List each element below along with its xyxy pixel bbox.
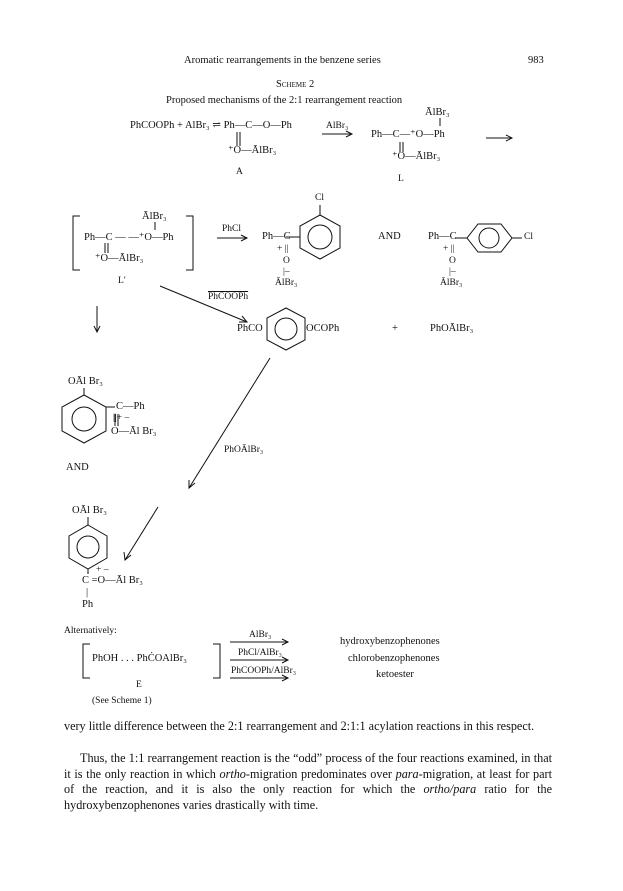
alt-arrow-2-head (281, 656, 290, 664)
ortho-phenol-o: OĀl Br₃ (68, 376, 103, 387)
para-phenol-ring-circle (76, 535, 100, 559)
e-bracket-right (213, 643, 221, 679)
alt-reagent-1: AlBr₃ (249, 630, 272, 640)
arrow-diester-down-head (188, 480, 196, 490)
label-e: E (136, 680, 142, 690)
ortho-product-ring (299, 214, 341, 260)
phenoxide-product: PhOĀlBr₃ (430, 323, 474, 334)
body-paragraph-1: very little difference between the 2:1 r… (64, 719, 552, 735)
scheme-title: Proposed mechanisms of the 2:1 rearrange… (166, 95, 403, 106)
para-phenol-ring (68, 524, 108, 570)
label-l: L (398, 174, 404, 184)
body-text-1: very little difference between the 2:1 r… (64, 719, 535, 733)
see-scheme-1: (See Scheme 1) (92, 696, 152, 706)
ortho-phenol-ring-circle (71, 406, 97, 432)
para-bar: |– (449, 267, 456, 277)
arrow-to-diester-head (239, 315, 249, 323)
diester-ring (266, 307, 306, 351)
lp-top: ĀlBr₃ (142, 211, 167, 222)
arrow-l-next-head (505, 134, 514, 142)
label-a: A (236, 167, 243, 177)
alt-product-2: chlorobenzophenones (348, 653, 440, 664)
ortho-o: O (283, 256, 290, 266)
and-1: AND (378, 231, 401, 242)
para-phenol-c: C =O—Āl Br₃ (82, 575, 143, 586)
alt-reagent-3: PhCOOPh/AlBr₃ (231, 666, 297, 676)
para-phenol-ph: Ph (82, 599, 94, 610)
reaction1-reagent: AlBr₃ (326, 121, 349, 131)
arrow-to-para-phenol-head (123, 551, 132, 561)
para-phenol-bar: | (86, 587, 89, 598)
arrow-a-to-l-head (345, 130, 354, 138)
alternatively-label: Alternatively: (64, 626, 117, 636)
arrow-phcl-head (240, 234, 249, 242)
page-number: 983 (528, 55, 544, 66)
ortho-albr: ĀlBr₃ (275, 278, 298, 288)
alt-arrow-1-head (281, 638, 290, 646)
body-text-2d: ratio for the hydroxybenzophenones varie… (64, 782, 552, 812)
ortho-phenol-ring (61, 394, 107, 444)
l-top: ĀlBr₃ (425, 107, 450, 118)
body-text-2a: Thus, the 1:1 rearrangement reaction is … (64, 751, 552, 781)
diester-right: OCOPh (306, 323, 340, 334)
ortho-cl: Cl (315, 193, 324, 203)
para-plus: + || (443, 244, 455, 254)
alt-reagent-2: PhCl/AlBr₃ (238, 648, 282, 658)
para-phenol-o: OĀl Br₃ (72, 505, 107, 516)
reaction2-reagent: PhCl (222, 224, 242, 234)
para-cl: Cl (524, 232, 533, 242)
reaction1-a-lower: ⁺O—ĀlBr₃ (228, 145, 277, 156)
para-product-ring-circle (478, 227, 500, 249)
body-text-ortho: ortho (219, 766, 246, 781)
body-text-para: para (395, 766, 419, 781)
label-lp: L′ (118, 276, 126, 286)
arrow-lp-down-head (93, 325, 101, 334)
arrow-diester-down (188, 357, 271, 489)
body-text-2c: -migration, at least for part of the rea… (64, 766, 553, 797)
arrow-to-diester (159, 285, 248, 323)
ortho-plus: + || (277, 244, 289, 254)
scheme-label: Scheme 2 (276, 79, 315, 90)
and-2: AND (66, 462, 89, 473)
lp-mid: Ph—C — —⁺O—Ph (84, 232, 174, 243)
alt-arrow-3-head (281, 674, 290, 682)
arrow-to-para-phenol (124, 506, 159, 561)
diester-ring-circle (274, 317, 298, 341)
l-mid: Ph—C—⁺O—Ph (371, 129, 445, 140)
ortho-phc: Ph—C (262, 231, 291, 242)
lp-low: ⁺O—ĀlBr₃ (95, 253, 144, 264)
ortho-phenol-c: C—Ph (116, 401, 145, 412)
lp-bracket-right (186, 215, 194, 271)
alt-product-1: hydroxybenzophenones (340, 636, 440, 647)
ortho-bar: |– (283, 267, 290, 277)
body-paragraph-2: Thus, the 1:1 rearrangement reaction is … (64, 751, 552, 813)
body-text-ortho-para: ortho/para (423, 782, 477, 797)
para-albr: ĀlBr₃ (440, 278, 463, 288)
ortho-phenol-o-albr: O—Āl Br₃ (111, 426, 157, 437)
para-phenol-plus: + – (96, 565, 109, 575)
running-title: Aromatic rearrangements in the benzene s… (184, 55, 381, 66)
plus-sign: + (392, 323, 398, 334)
para-phc: Ph—C (428, 231, 457, 242)
reaction4-reagent: PhOĀlBr₃ (224, 445, 264, 455)
reaction1-left: PhCOOPh + AlBr₃ ⇌ Ph—C—O—Ph (130, 120, 292, 131)
complex-e: PhOH . . . PhĊOAlBr₃ (92, 653, 187, 664)
alt-product-3: ketoester (376, 669, 414, 680)
para-o: O (449, 256, 456, 266)
ortho-phenol-plus: ||+ – (113, 413, 130, 423)
lp-bracket-left (72, 215, 80, 271)
l-low: ⁺O—ĀlBr₃ (392, 151, 441, 162)
diester-left: PhCO (237, 323, 263, 334)
body-text-2b: -migration predominates over (245, 766, 396, 781)
e-bracket-left (82, 643, 90, 679)
reaction3-reagent: PhCOOPh (208, 292, 249, 302)
ortho-product-ring-circle (307, 224, 333, 250)
